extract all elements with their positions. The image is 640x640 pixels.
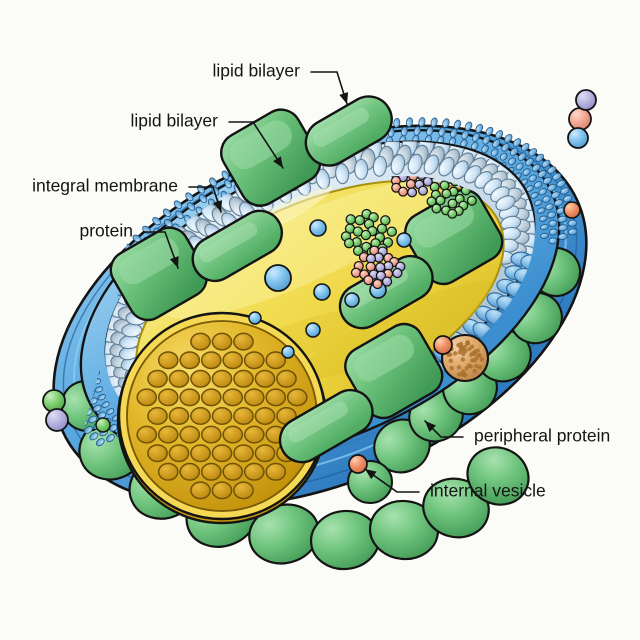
cytoplasm-sphere[interactable] <box>249 312 261 324</box>
label-text: lipid bilayer <box>212 61 300 81</box>
membrane-sphere-pink[interactable] <box>569 108 591 130</box>
cytoplasm-sphere[interactable] <box>397 233 411 247</box>
membrane-sphere-green[interactable] <box>96 418 110 432</box>
cytoplasm-sphere[interactable] <box>282 346 294 358</box>
cytoplasm-sphere[interactable] <box>345 293 359 307</box>
membrane-sphere-lavender[interactable] <box>46 409 68 431</box>
cytoplasm-sphere[interactable] <box>310 220 326 236</box>
small-orange-vesicle[interactable] <box>349 455 367 473</box>
cytoplasm-sphere[interactable] <box>306 323 320 337</box>
label-text: peripheral protein <box>474 426 610 446</box>
cytoplasm-sphere[interactable] <box>265 265 291 291</box>
label-text: internal vesicle <box>430 481 546 501</box>
membrane-sphere-orange[interactable] <box>564 202 580 218</box>
small-orange-vesicle[interactable] <box>434 336 452 354</box>
cytoplasm-sphere[interactable] <box>314 284 330 300</box>
label-text: lipid bilayer <box>130 111 218 131</box>
membrane-sphere-blue[interactable] <box>568 128 588 148</box>
membrane-sphere-lavender[interactable] <box>576 90 596 110</box>
label-text: protein <box>79 221 133 241</box>
label-text: integral membrane <box>32 176 178 196</box>
